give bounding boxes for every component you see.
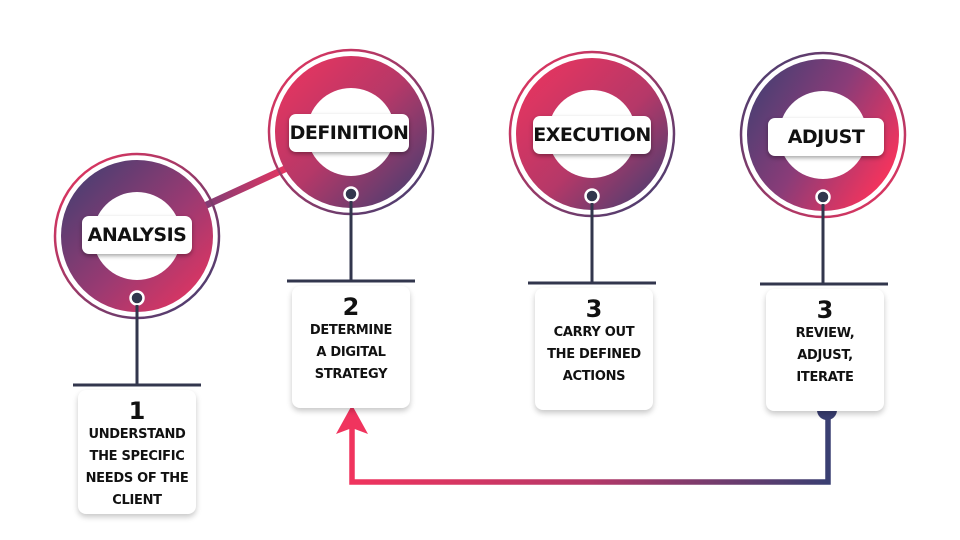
step-3-node xyxy=(508,50,676,285)
connector-1-2 xyxy=(198,164,289,212)
step-3-number: 3 xyxy=(585,295,603,323)
step-1-label: ANALYSIS xyxy=(82,216,192,254)
step-1-description: UNDERSTAND THE SPECIFIC NEEDS OF THE CLI… xyxy=(85,427,189,508)
step-3-label: EXECUTION xyxy=(533,116,651,154)
step-4-description: REVIEW, ADJUST, ITERATE xyxy=(795,326,855,385)
step-3-description: CARRY OUT THE DEFINED ACTIONS xyxy=(547,325,641,384)
step-1-card: 1 UNDERSTAND THE SPECIFIC NEEDS OF THE C… xyxy=(78,390,196,514)
step-2-label: DEFINITION xyxy=(289,114,409,152)
step-2-node xyxy=(267,48,435,283)
step-2-description: DETERMINE A DIGITAL STRATEGY xyxy=(309,323,393,382)
step-1-number: 1 xyxy=(128,397,146,425)
step-4-number: 3 xyxy=(816,296,834,324)
step-3-card: 3 CARRY OUT THE DEFINED ACTIONS xyxy=(535,288,653,410)
return-arrow-path xyxy=(349,410,831,485)
step-2-card: 2 DETERMINE A DIGITAL STRATEGY xyxy=(292,286,410,408)
return-arrowhead-icon xyxy=(336,405,368,434)
step-4-label: ADJUST xyxy=(768,118,884,156)
step-2-node-dot xyxy=(343,186,359,202)
step-1-node-dot xyxy=(129,290,145,306)
step-4-node xyxy=(739,51,907,286)
step-3-node-dot xyxy=(584,188,600,204)
step-4-node-dot xyxy=(815,189,831,205)
step-1-node xyxy=(53,152,221,387)
step-2-number: 2 xyxy=(342,293,360,321)
step-4-card: 3 REVIEW, ADJUST, ITERATE xyxy=(766,289,884,411)
